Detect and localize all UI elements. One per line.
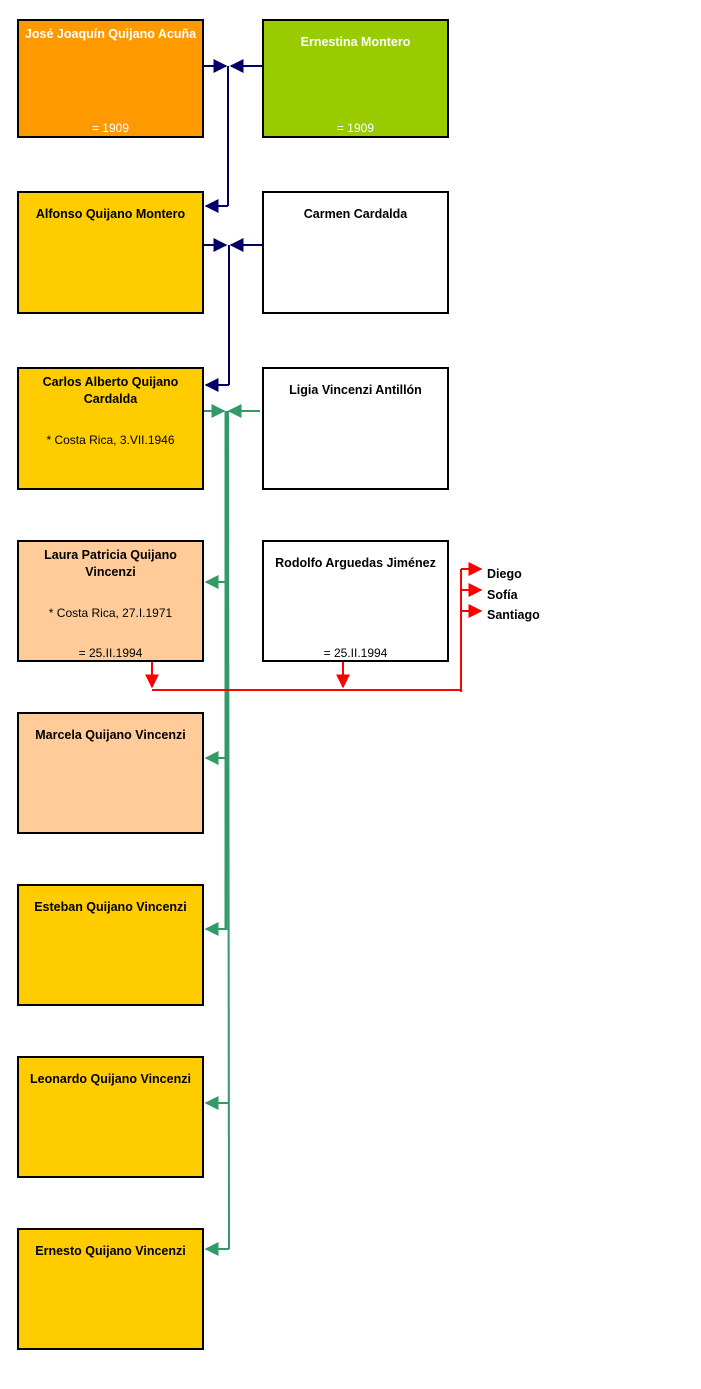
marriage-date: = 25.II.1994 (323, 646, 388, 660)
marriage-date: = 1909 (91, 121, 130, 135)
child-name: Sofía (487, 587, 518, 602)
person-name: Laura Patricia Quijano Vincenzi (44, 548, 177, 579)
marriage-date: = 1909 (336, 121, 375, 135)
person-box-esteban: Esteban Quijano Vincenzi (17, 884, 204, 1006)
person-name: Ligia Vincenzi Antillón (289, 383, 422, 397)
child-name: Diego (487, 567, 522, 581)
birth-info: * Costa Rica, 3.VII.1946 (46, 433, 175, 447)
person-name: Marcela Quijano Vincenzi (35, 728, 186, 742)
grandchildren-list: Diego Sofía Santiago (487, 564, 540, 626)
person-box-jose-joaquin: José Joaquín Quijano Acuña = 1909 (17, 19, 204, 138)
person-box-ernesto: Ernesto Quijano Vincenzi (17, 1228, 204, 1350)
person-name: Ernesto Quijano Vincenzi (35, 1244, 186, 1258)
couple-gen3-connector (203, 404, 260, 1256)
person-name: Ernestina Montero (300, 35, 411, 49)
person-name: José Joaquín Quijano Acuña (24, 27, 197, 41)
couple-gen2-connector (203, 238, 262, 392)
person-box-carlos-alberto: Carlos Alberto Quijano Cardalda * Costa … (17, 367, 204, 490)
person-name: Carlos Alberto Quijano Cardalda (42, 375, 179, 406)
person-box-leonardo: Leonardo Quijano Vincenzi (17, 1056, 204, 1178)
person-box-carmen: Carmen Cardalda (262, 191, 449, 314)
person-name: Carmen Cardalda (303, 207, 408, 221)
person-box-marcela: Marcela Quijano Vincenzi (17, 712, 204, 834)
person-box-laura-patricia: Laura Patricia Quijano Vincenzi * Costa … (17, 540, 204, 662)
person-box-rodolfo: Rodolfo Arguedas Jiménez = 25.II.1994 (262, 540, 449, 662)
person-box-ligia: Ligia Vincenzi Antillón (262, 367, 449, 490)
birth-info: * Costa Rica, 27.I.1971 (48, 606, 173, 620)
person-name: Leonardo Quijano Vincenzi (30, 1072, 191, 1086)
marriage-date: = 25.II.1994 (78, 646, 143, 660)
person-name: Esteban Quijano Vincenzi (34, 900, 187, 914)
couple-gen1-connector (203, 59, 262, 213)
person-name: Rodolfo Arguedas Jiménez (275, 556, 436, 570)
person-box-ernestina: Ernestina Montero = 1909 (262, 19, 449, 138)
person-box-alfonso: Alfonso Quijano Montero (17, 191, 204, 314)
person-name: Alfonso Quijano Montero (35, 207, 186, 221)
child-name: Santiago (487, 608, 540, 622)
